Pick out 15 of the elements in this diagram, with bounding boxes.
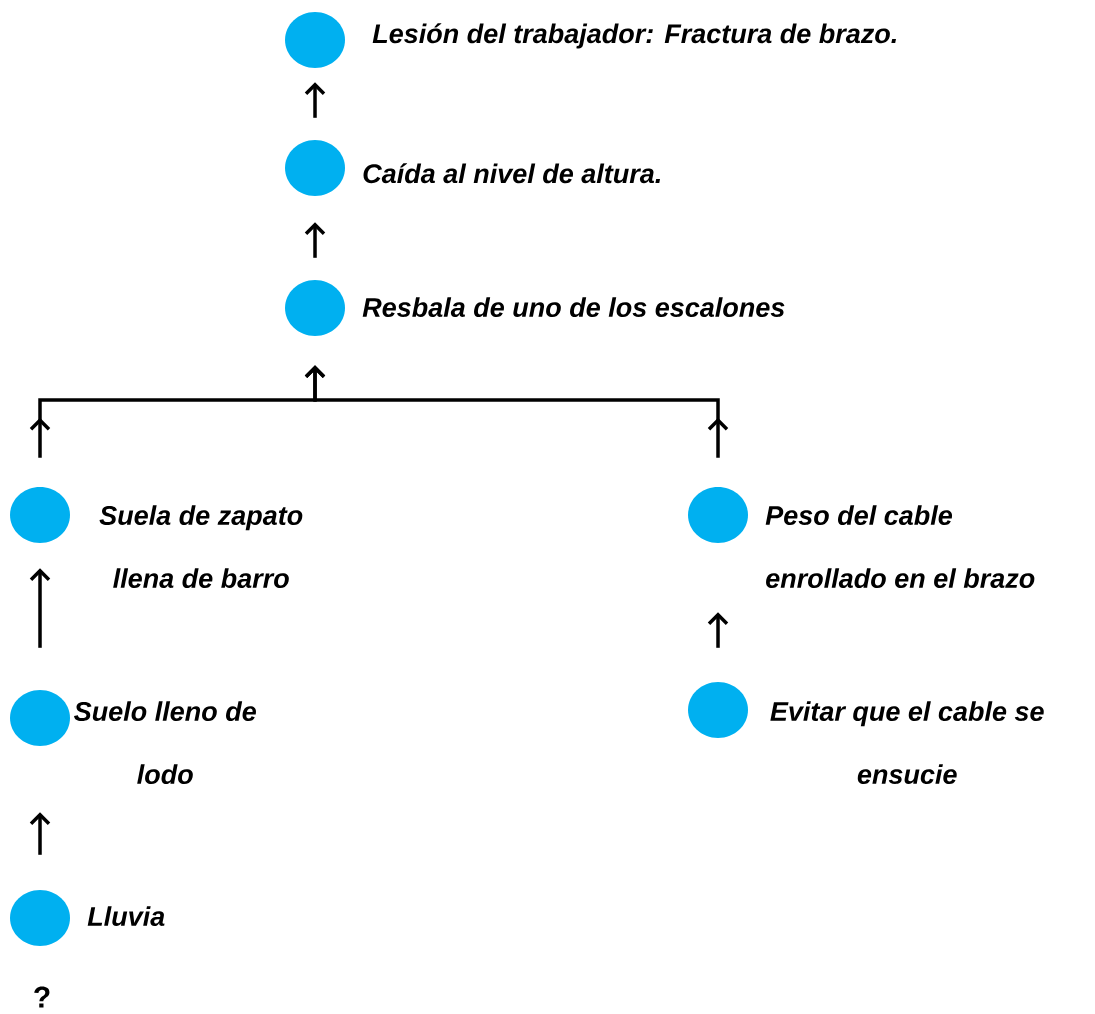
cause-text: Caída al nivel de altura.	[363, 163, 660, 184]
cause-text: Evitar que el cable se ensucie	[770, 701, 1044, 785]
arrow	[304, 365, 729, 458]
cause-text: Resbala de uno de los escalones	[362, 297, 785, 318]
arrow	[304, 82, 326, 118]
arrow	[29, 568, 51, 648]
cause-text: Peso del cable enrollado en el brazo	[765, 505, 1035, 589]
cause-text: Suelo lleno de lodo	[74, 701, 256, 785]
arrow	[707, 612, 729, 648]
cause-text: Lluvia	[87, 906, 165, 927]
cause-text: Lesión del trabajador: Fractura de brazo.	[372, 23, 896, 49]
arrow	[29, 812, 51, 855]
arrow	[304, 222, 326, 258]
cause-text: Suela de zapato llena de barro	[99, 505, 303, 589]
question-mark: ?	[34, 986, 50, 1008]
